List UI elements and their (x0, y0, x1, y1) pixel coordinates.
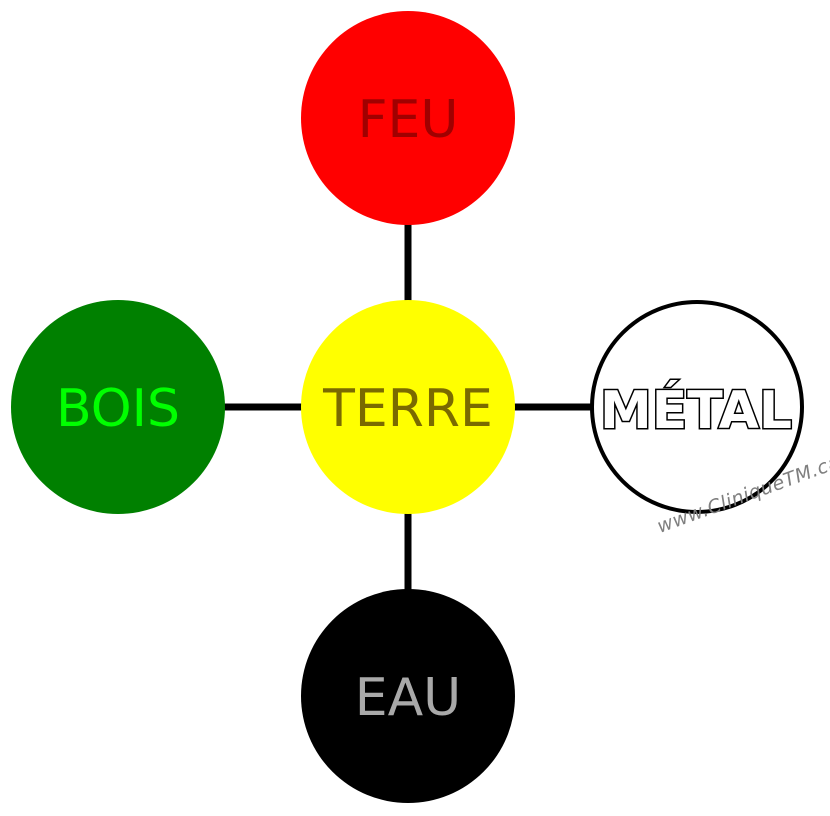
water-circle (301, 589, 515, 803)
metal-circle (590, 300, 804, 514)
element-wood: BOIS (11, 300, 225, 514)
wood-circle (11, 300, 225, 514)
fire-circle (301, 11, 515, 225)
fire-label: FEU (358, 90, 459, 150)
wood-label: BOIS (56, 379, 180, 439)
earth-label: TERRE (322, 379, 493, 439)
element-earth: TERRE (301, 300, 515, 514)
element-metal: MÉTAL (590, 300, 804, 514)
element-water: EAU (301, 589, 515, 803)
metal-label: MÉTAL (600, 380, 792, 441)
element-fire: FEU (301, 11, 515, 225)
water-label: EAU (355, 668, 462, 728)
earth-circle (301, 300, 515, 514)
